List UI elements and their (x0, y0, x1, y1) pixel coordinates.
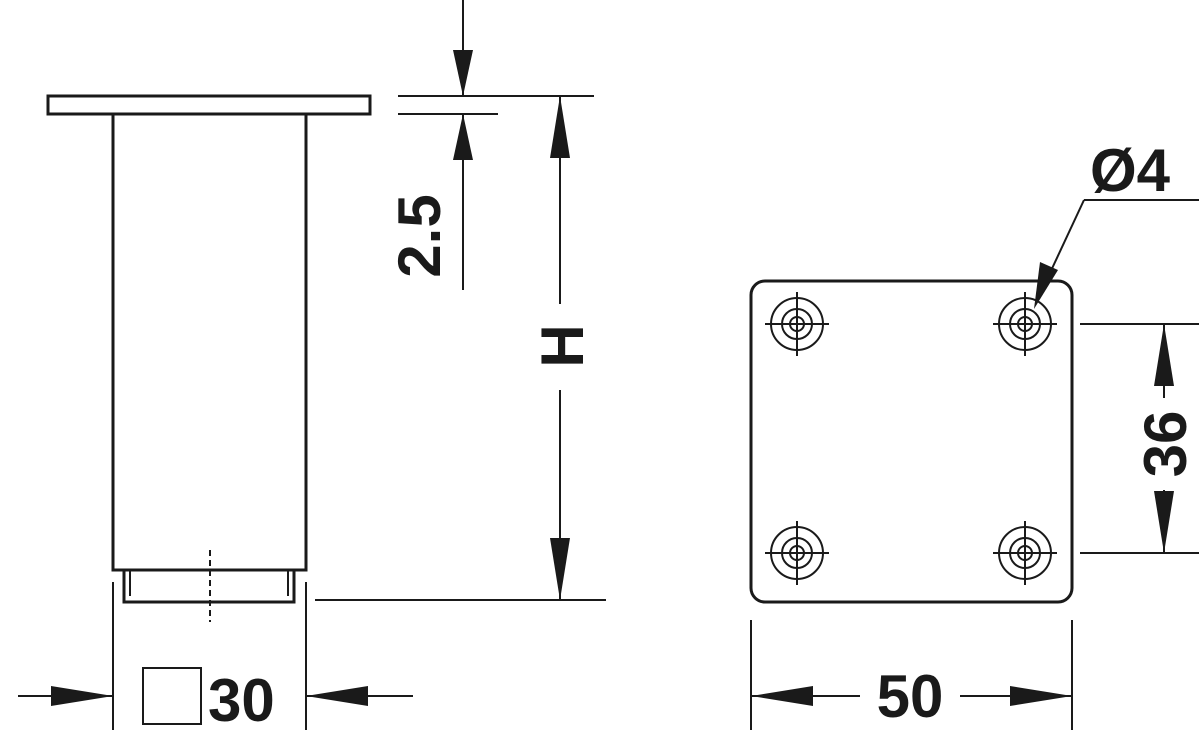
dimension-height: H (315, 95, 606, 601)
arrow-right (1010, 686, 1072, 706)
arrow-up (1154, 324, 1174, 386)
dimension-leg-width: 30 (18, 582, 413, 730)
leg-body (111, 112, 308, 572)
hole-diameter-label: Ø4 (1090, 137, 1171, 204)
arrow-down (1154, 491, 1174, 553)
hole-spacing-label: 36 (1132, 411, 1199, 478)
leg-width-label: 30 (208, 667, 275, 730)
square-section-icon (142, 667, 202, 725)
plate-thickness-label: 2.5 (386, 194, 453, 277)
dimension-plate-thickness: 2.5 (386, 0, 498, 290)
arrow-up (453, 114, 473, 160)
screw-hole-bottom-right (993, 521, 1057, 585)
arrow-up (550, 96, 570, 158)
plate-width-label: 50 (877, 663, 944, 730)
arrow-down (550, 538, 570, 600)
arrow-left (751, 686, 813, 706)
side-view (46, 94, 372, 622)
height-label: H (529, 324, 596, 367)
mounting-plate-top (749, 279, 1074, 604)
arrow-left (306, 686, 368, 706)
dimension-plate-width: 50 (750, 620, 1073, 730)
screw-hole-top-right (993, 292, 1057, 356)
top-view (749, 279, 1074, 604)
arrow-leader (1034, 262, 1058, 309)
dimension-hole-spacing: 36 (1080, 323, 1199, 554)
dimension-hole-diameter: Ø4 (1034, 137, 1199, 309)
screw-hole-bottom-left (765, 521, 829, 585)
arrow-down (453, 50, 473, 96)
arrow-right (51, 686, 113, 706)
screw-hole-top-left (765, 292, 829, 356)
mounting-plate-side (46, 94, 372, 116)
